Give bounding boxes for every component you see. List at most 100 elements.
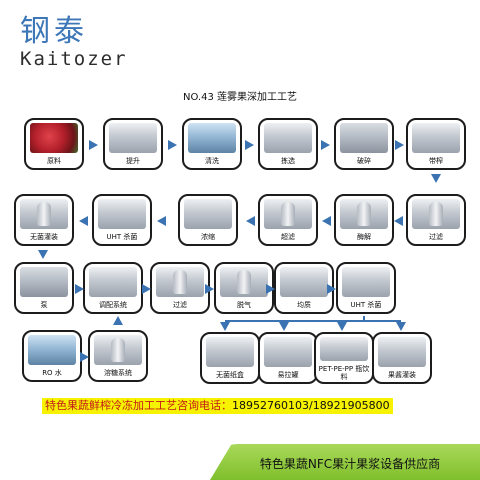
- flow-arrow: [113, 316, 123, 325]
- step-sugar-dissolving: 溶糖系统: [88, 330, 148, 382]
- ro-water-image: [28, 335, 76, 365]
- step-label: 浓缩: [201, 233, 215, 241]
- flow-arrow: [395, 140, 404, 150]
- step-concentration: 浓缩: [178, 194, 238, 246]
- step-uht-1: UHT 杀菌: [92, 194, 152, 246]
- step-label: 易拉罐: [277, 371, 299, 379]
- step-label: 过滤: [173, 301, 187, 309]
- sorting-image: [264, 123, 312, 153]
- step-aseptic-carton: 无菌纸盒: [200, 332, 260, 384]
- flow-arrow: [168, 140, 177, 150]
- step-label: 超滤: [281, 233, 295, 241]
- step-label: 无菌灌装: [30, 233, 58, 241]
- degassing-image: [220, 267, 268, 297]
- flow-arrow: [205, 284, 214, 294]
- step-raw-material: 原料: [24, 118, 84, 170]
- step-can: 易拉罐: [258, 332, 318, 384]
- flow-arrow: [142, 284, 151, 294]
- brand-logo-en: Kaitozer: [20, 48, 128, 70]
- flow-arrow: [79, 216, 88, 226]
- step-pump: 泵: [14, 262, 74, 314]
- step-label: 无菌纸盒: [216, 371, 244, 379]
- flow-arrow: [322, 216, 331, 226]
- step-degassing: 脱气: [214, 262, 274, 314]
- raw-material-image: [30, 123, 78, 153]
- diagram-title: NO.43 莲雾果深加工工艺: [182, 92, 298, 103]
- flow-arrow: [266, 284, 275, 294]
- step-label: 酶解: [357, 233, 371, 241]
- belt-press-image: [412, 123, 460, 153]
- step-label: 破碎: [357, 157, 371, 165]
- step-label: 调配系统: [99, 301, 127, 309]
- contact-phones: 18952760103/18921905800: [232, 399, 390, 412]
- step-label: 清洗: [205, 157, 219, 165]
- step-label: PET-PE-PP 瓶饮料: [318, 365, 370, 381]
- supplier-banner: 特色果蔬NFC果汁果浆设备供应商: [210, 444, 480, 480]
- flow-arrow: [220, 322, 230, 331]
- lifting-image: [109, 123, 157, 153]
- step-label: 过滤: [429, 233, 443, 241]
- step-ro-water: RO 水: [22, 330, 82, 382]
- bottle-filling-image: [320, 337, 368, 361]
- step-homogenizing: 均质: [274, 262, 334, 314]
- flow-arrow: [327, 284, 336, 294]
- contact-line: 特色果蔬鲜榨冷冻加工工艺咨询电话：18952760103/18921905800: [42, 398, 393, 414]
- washing-image: [188, 123, 236, 153]
- aseptic-carton-image: [206, 337, 254, 367]
- uht-image: [98, 199, 146, 229]
- pump-image: [20, 267, 68, 297]
- step-enzymolysis: 酶解: [334, 194, 394, 246]
- flow-arrow: [396, 322, 406, 331]
- step-washing: 清洗: [182, 118, 242, 170]
- step-uht-2: UHT 杀菌: [336, 262, 396, 314]
- flow-arrow: [245, 140, 254, 150]
- uht-image: [342, 267, 390, 297]
- concentration-image: [184, 199, 232, 229]
- step-jam-filling: 果酱灌装: [372, 332, 432, 384]
- step-label: RO 水: [42, 369, 62, 377]
- step-sorting: 拣选: [258, 118, 318, 170]
- flow-arrow: [89, 140, 98, 150]
- step-filtration-1: 过滤: [406, 194, 466, 246]
- step-crushing: 破碎: [334, 118, 394, 170]
- step-label: UHT 杀菌: [350, 301, 382, 309]
- jam-filling-image: [378, 337, 426, 367]
- step-label: UHT 杀菌: [106, 233, 138, 241]
- flow-arrow: [394, 216, 403, 226]
- step-lifting: 提升: [103, 118, 163, 170]
- sugar-dissolving-image: [94, 335, 142, 365]
- enzymolysis-image: [340, 199, 388, 229]
- step-filtration-2: 过滤: [150, 262, 210, 314]
- brand-logo-cn: 钢泰: [20, 14, 88, 49]
- flow-arrow: [80, 352, 89, 362]
- step-label: 原料: [47, 157, 61, 165]
- flow-arrow: [337, 322, 347, 331]
- flow-arrow: [279, 322, 289, 331]
- flow-arrow: [157, 216, 166, 226]
- ultrafiltration-image: [264, 199, 312, 229]
- distribution-line: [363, 316, 365, 322]
- can-filling-image: [264, 337, 312, 367]
- flow-arrow: [246, 216, 255, 226]
- step-label: 泵: [40, 301, 48, 309]
- step-label: 果酱灌装: [388, 371, 416, 379]
- step-label: 拣选: [281, 157, 295, 165]
- aseptic-filling-image: [20, 199, 68, 229]
- homogenizer-image: [280, 267, 328, 297]
- distribution-line: [225, 320, 401, 322]
- crushing-image: [340, 123, 388, 153]
- step-belt-press: 带榨: [406, 118, 466, 170]
- step-ultrafiltration: 超滤: [258, 194, 318, 246]
- step-label: 溶糖系统: [104, 369, 132, 377]
- filtration-image: [412, 199, 460, 229]
- step-label: 脱气: [237, 301, 251, 309]
- blending-image: [89, 267, 137, 297]
- contact-label: 特色果蔬鲜榨冷冻加工工艺咨询电话：: [45, 399, 232, 412]
- step-blending-system: 调配系统: [83, 262, 143, 314]
- step-label: 提升: [126, 157, 140, 165]
- step-bottle-drink: PET-PE-PP 瓶饮料: [314, 332, 374, 384]
- flow-arrow: [38, 250, 48, 259]
- flow-arrow: [75, 284, 84, 294]
- filtration-image: [156, 267, 204, 297]
- step-label: 均质: [297, 301, 311, 309]
